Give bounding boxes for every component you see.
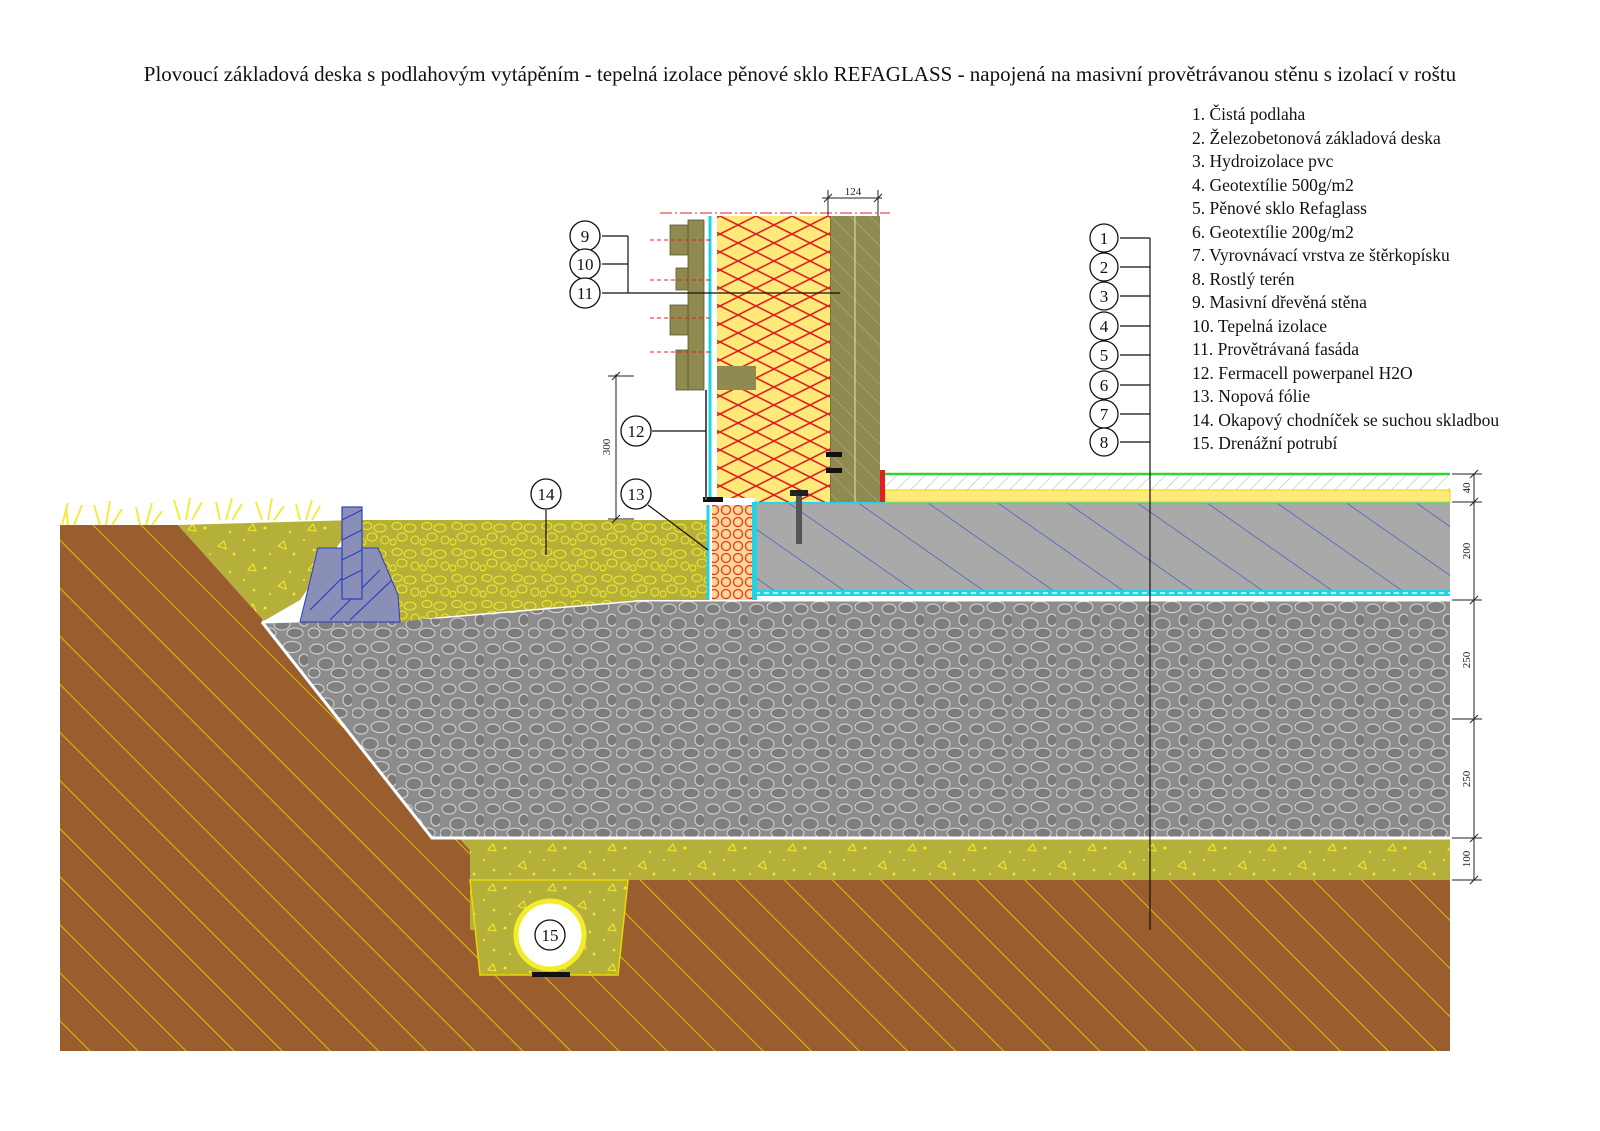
marker-1: 1 <box>1089 223 1119 253</box>
legend-item-2: 2. Železobetonová základová deska <box>1192 127 1441 148</box>
marker-2: 2 <box>1089 252 1119 282</box>
svg-text:5: 5 <box>1100 346 1109 365</box>
svg-text:11: 11 <box>577 284 593 303</box>
svg-text:15: 15 <box>542 926 559 945</box>
marker-4: 4 <box>1089 311 1119 341</box>
floor-finish <box>885 474 1450 490</box>
ventilated-facade <box>669 219 705 391</box>
marker-15: 15 <box>534 919 566 951</box>
slab-edge-insulation <box>712 505 752 600</box>
legend-item-11: 11. Provětrávaná fasáda <box>1192 339 1359 359</box>
legend-item-14: 14. Okapový chodníček se suchou skladbou <box>1192 409 1500 430</box>
marker-9: 9 <box>569 220 601 252</box>
svg-text:9: 9 <box>581 227 590 246</box>
marker-8: 8 <box>1089 427 1119 457</box>
rc-foundation-slab <box>755 502 1450 591</box>
wall-stud <box>717 366 756 390</box>
legend-item-7: 7. Vyrovnávací vrstva ze štěrkopísku <box>1192 245 1450 265</box>
marker-13: 13 <box>620 478 652 510</box>
wall-insulation <box>756 216 830 502</box>
marker-10: 10 <box>569 248 601 280</box>
svg-text:2: 2 <box>1100 258 1109 277</box>
legend-item-9: 9. Masivní dřevěná stěna <box>1192 292 1367 312</box>
svg-text:1: 1 <box>1100 229 1109 248</box>
facade-insulation <box>717 216 756 366</box>
svg-text:14: 14 <box>538 485 556 504</box>
marker-6: 6 <box>1089 370 1119 400</box>
gravel-walkway <box>360 520 708 622</box>
legend-item-5: 5. Pěnové sklo Refaglass <box>1192 198 1367 218</box>
legend-item-6: 6. Geotextílie 200g/m2 <box>1192 221 1354 242</box>
svg-text:4: 4 <box>1100 317 1109 336</box>
marker-11: 11 <box>569 277 601 309</box>
dim-floor-label: 40 <box>1461 482 1473 494</box>
legend-item-13: 13. Nopová fólie <box>1192 386 1311 406</box>
svg-text:12: 12 <box>628 422 645 441</box>
marker-12: 12 <box>620 415 652 447</box>
legend-list: 1. Čistá podlaha 2. Železobetonová zákla… <box>1192 103 1499 456</box>
foam-glass-layer <box>262 600 1450 838</box>
anchor-bolt <box>796 494 802 544</box>
natural-ground <box>60 525 1450 1051</box>
svg-text:10: 10 <box>577 255 594 274</box>
dim-slab-label: 200 <box>1461 542 1473 559</box>
svg-text:13: 13 <box>628 485 645 504</box>
legend-item-10: 10. Tepelná izolace <box>1192 315 1327 336</box>
dim-wall-cladding <box>822 190 883 216</box>
grass-tufts <box>61 497 321 526</box>
marker-3: 3 <box>1089 281 1119 311</box>
svg-text:7: 7 <box>1100 405 1109 424</box>
dim-chain-right <box>1452 469 1482 885</box>
svg-text:6: 6 <box>1100 376 1109 395</box>
marker-5: 5 <box>1089 340 1119 370</box>
dim-plinth-height <box>608 371 634 524</box>
curb-edge <box>341 506 363 600</box>
dim-glass-1-label: 250 <box>1461 651 1473 668</box>
drawing-title: Plovoucí základová deska s podlahovým vy… <box>143 62 1457 86</box>
legend-item-4: 4. Geotextílie 500g/m2 <box>1192 174 1354 195</box>
legend-item-8: 8. Rostlý terén <box>1192 268 1295 289</box>
dim-wall-cladding-label: 124 <box>845 186 862 198</box>
legend-item-15: 15. Drenážní potrubí <box>1192 433 1338 453</box>
svg-text:8: 8 <box>1100 433 1109 452</box>
legend-item-12: 12. Fermacell powerpanel H2O <box>1192 362 1413 383</box>
gravel-slope-bed <box>178 520 1450 930</box>
dim-gravel-bed-label: 100 <box>1461 850 1473 867</box>
legend-item-1: 1. Čistá podlaha <box>1192 104 1306 124</box>
dim-glass-2-label: 250 <box>1461 770 1473 787</box>
svg-text:3: 3 <box>1100 287 1109 306</box>
marker-7: 7 <box>1089 399 1119 429</box>
legend-item-3: 3. Hydroizolace pvc <box>1192 151 1334 171</box>
dim-plinth-height-label: 300 <box>601 438 613 455</box>
marker-14: 14 <box>530 478 562 510</box>
